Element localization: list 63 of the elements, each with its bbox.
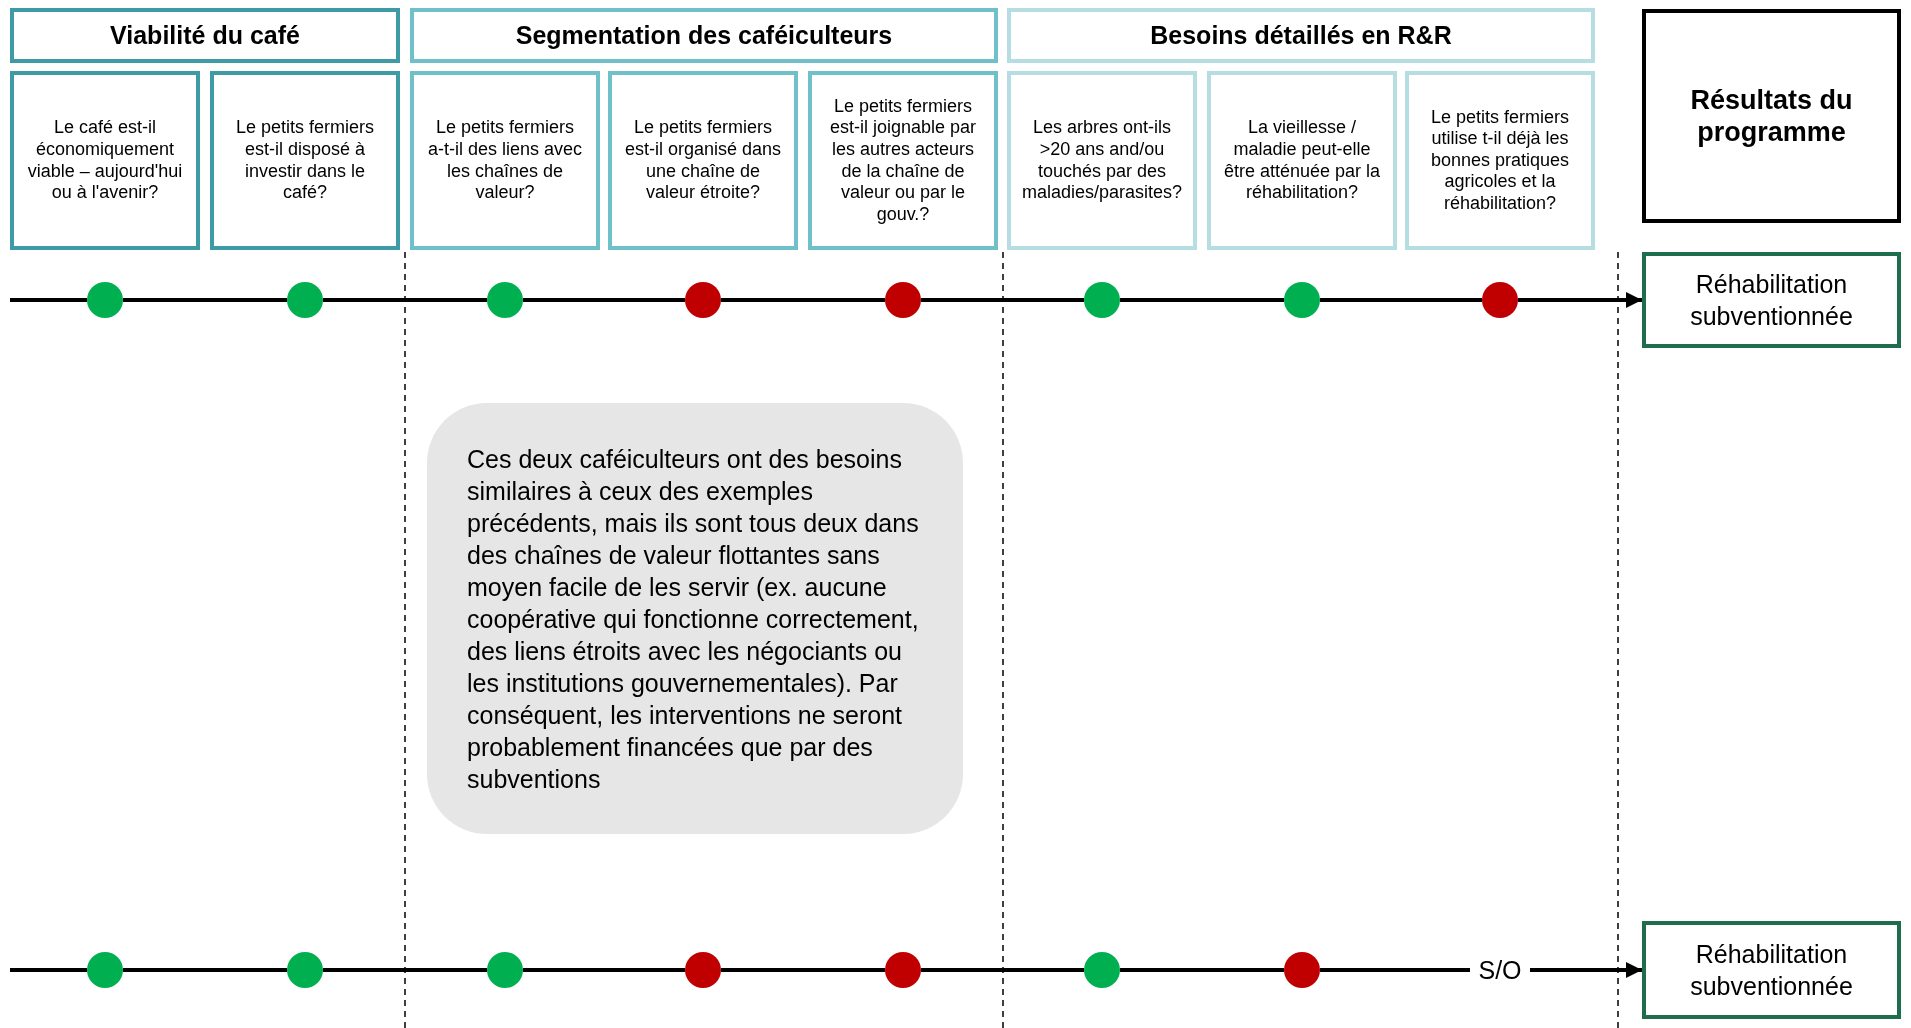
header-text: Résultats du programme	[1689, 83, 1854, 149]
result-box	[1642, 921, 1901, 1019]
status-dot	[885, 282, 921, 318]
column-header	[410, 8, 998, 63]
question-box	[1207, 71, 1397, 250]
question-text: Le café est-il économiquement viable – aujourd'hui ou à l'avenir?	[26, 117, 184, 204]
status-dot	[1284, 952, 1320, 988]
connector-line	[523, 968, 685, 972]
connector-line	[1320, 968, 1470, 972]
question-text: La vieillesse / maladie peut-elle être atténuée par la réhabilitation?	[1223, 117, 1381, 204]
connector-line	[323, 298, 487, 302]
connector-line	[323, 968, 487, 972]
connector-line	[123, 968, 287, 972]
question-box	[10, 71, 200, 250]
status-dot	[1084, 952, 1120, 988]
question-text: Les arbres ont-ils >20 ans and/ou touchés par des maladies/parasites?	[1021, 117, 1183, 204]
status-dot	[487, 282, 523, 318]
arrow	[1518, 292, 1642, 308]
connector-line	[123, 298, 287, 302]
status-dot	[87, 952, 123, 988]
connector-line	[921, 298, 1084, 302]
result-text: Réhabilitation subventionnée	[1689, 268, 1854, 332]
status-dot	[885, 952, 921, 988]
question-box	[1007, 71, 1197, 250]
connector-line	[1120, 968, 1284, 972]
question-box	[808, 71, 998, 250]
result-box	[1642, 252, 1901, 348]
connector-line	[523, 298, 685, 302]
question-box	[1405, 71, 1595, 250]
question-text: Le petits fermiers a-t-il des liens avec les chaînes de valeur?	[426, 117, 584, 204]
status-dot	[287, 282, 323, 318]
status-dot	[1284, 282, 1320, 318]
status-dot	[1482, 282, 1518, 318]
question-text: Le petits fermiers est-il organisé dans une chaîne de valeur étroite?	[624, 117, 782, 204]
status-dot	[1084, 282, 1120, 318]
status-dot	[87, 282, 123, 318]
arrow	[1530, 962, 1642, 978]
question-text: Le petits fermiers est-il joignable par les autres acteurs de la chaîne de valeur ou par le gouv.?	[828, 95, 978, 226]
status-dot	[487, 952, 523, 988]
header-text: Segmentation des caféiculteurs	[515, 21, 893, 50]
question-box	[210, 71, 400, 250]
connector-line	[1320, 298, 1482, 302]
connector-line	[1120, 298, 1284, 302]
connector-line	[10, 298, 87, 302]
result-text: Réhabilitation subventionnée	[1689, 938, 1854, 1002]
status-dot	[287, 952, 323, 988]
column-header	[10, 8, 400, 63]
question-box	[410, 71, 600, 250]
question-text: Le petits fermiers est-il disposé à investir dans le café?	[234, 117, 376, 204]
outcome-header	[1642, 9, 1901, 223]
column-header	[1007, 8, 1595, 63]
connector-line	[10, 968, 87, 972]
connector-line	[921, 968, 1084, 972]
question-box	[608, 71, 798, 250]
status-dot	[685, 282, 721, 318]
note-text: Ces deux caféiculteurs ont des besoins similaires à ceux des exemples précédents, mais ils sont tous deux dans des chaînes de valeur flottantes sans moyen facile de les servir (ex. aucune coopérative qui fonctionne correctement, des liens étroits avec les négociants ou les institutions gouvernementales). Par conséquent, les interventions ne seront probablement financées que par des subventions	[467, 443, 920, 795]
connector-line	[721, 298, 885, 302]
question-text: Le petits fermiers utilise t-il déjà les bonnes pratiques agricoles et la réhabilitation?	[1429, 106, 1571, 215]
status-dot	[685, 952, 721, 988]
note-card	[427, 403, 963, 834]
header-text: Besoins détaillés en R&R	[1150, 21, 1452, 50]
header-text: Viabilité du café	[110, 21, 300, 50]
connector-line	[721, 968, 885, 972]
